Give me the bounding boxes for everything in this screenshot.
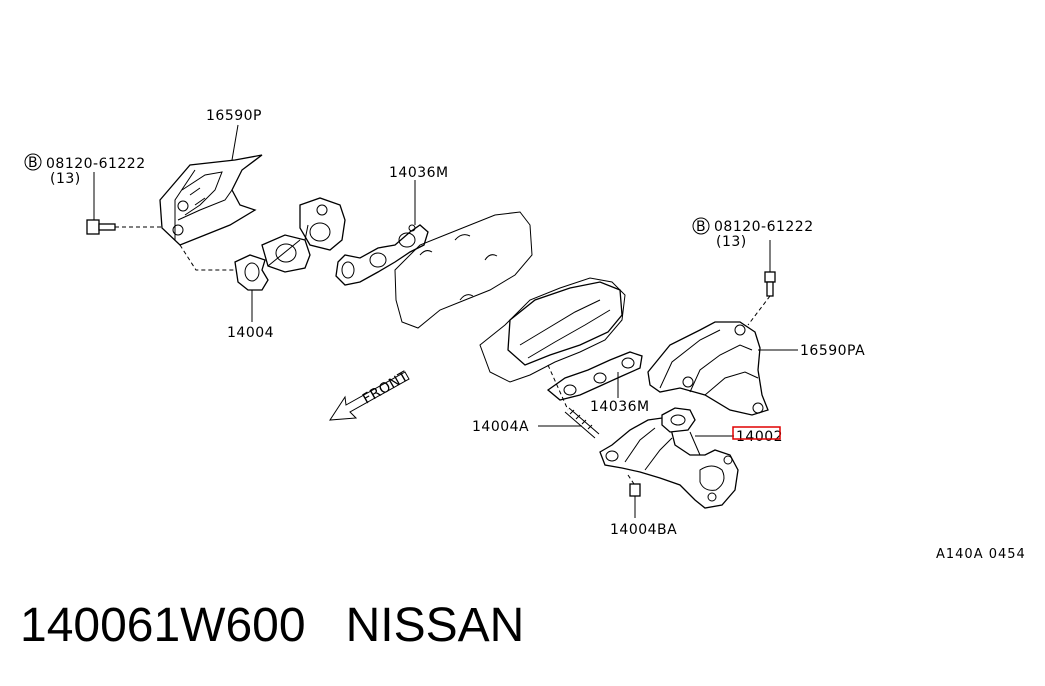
svg-text:B: B [696, 219, 706, 235]
cylinder-head-left [394, 211, 533, 329]
label-gasket-left: 14036M [389, 165, 449, 181]
manifold-left[interactable] [234, 197, 346, 291]
heat-shield-left[interactable] [159, 154, 263, 246]
label-bolt-right-qty: (13) [716, 234, 747, 250]
gasket-right[interactable] [546, 351, 643, 401]
bolt-left[interactable] [86, 219, 116, 235]
manifold-right[interactable] [599, 407, 739, 509]
nut[interactable] [629, 483, 641, 497]
label-14004: 14004 [227, 325, 274, 341]
label-bolt-left: 08120-61222 [46, 156, 146, 172]
label-bolt-left-qty: (13) [50, 171, 81, 187]
heat-shield-plate [507, 281, 623, 366]
label-nut: 14004BA [610, 522, 677, 538]
label-16590P: 16590P [206, 108, 262, 124]
front-arrow-label: FRONT [360, 368, 412, 407]
label-stud: 14004A [472, 419, 529, 435]
label-manifold-right: 14002 [736, 429, 783, 445]
part-number-footer: 140061W600 NISSAN [20, 598, 524, 653]
heat-shield-right[interactable] [647, 321, 769, 416]
bolt-right[interactable] [764, 271, 776, 297]
diagram-code: A140A 0454 [936, 547, 1026, 562]
part-number: 140061W600 [20, 599, 306, 652]
brand-name: NISSAN [345, 599, 525, 652]
bolt-symbol-right: B [692, 217, 710, 235]
cylinder-head-right [479, 277, 626, 383]
bolt-symbol-left: B [24, 153, 42, 171]
highlight-box [732, 426, 781, 440]
gasket-left[interactable] [335, 224, 429, 286]
stud[interactable] [564, 407, 600, 439]
front-arrow-icon [329, 371, 410, 421]
label-gasket-right: 14036M [590, 399, 650, 415]
label-16590PA: 16590PA [800, 343, 865, 359]
label-bolt-right: 08120-61222 [714, 219, 814, 235]
svg-text:B: B [28, 155, 38, 171]
